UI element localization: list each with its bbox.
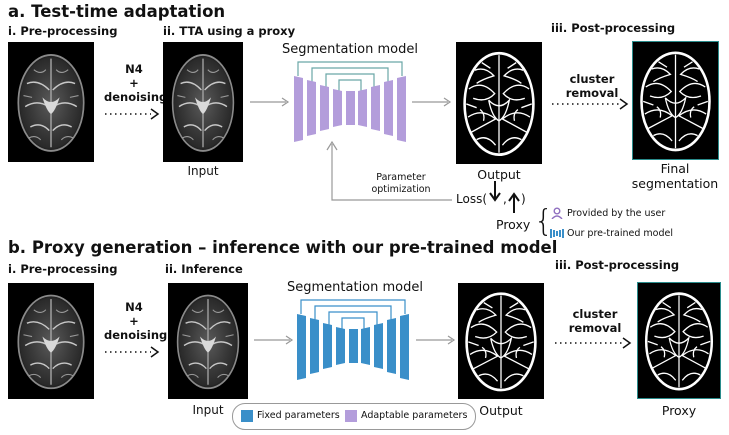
user-icon (551, 207, 563, 219)
decoder-block-4-a (397, 76, 406, 142)
loss-label: Loss( (456, 192, 488, 206)
section-a-step3-label: iii. Post-processing (551, 21, 676, 35)
decoder-block-1-a (358, 89, 367, 127)
cluster-removal-arrow-a (552, 98, 629, 110)
decoder-block-4-b (400, 314, 409, 380)
preprocess-input-scan-a (8, 42, 94, 162)
section-b-title: b. Proxy generation – inference with our… (8, 238, 558, 257)
fixed-swatch (241, 410, 253, 422)
arrow-model-to-output-a (412, 97, 452, 107)
legend-model-label: Our pre-trained model (567, 228, 674, 239)
output-label-b: Output (479, 403, 523, 418)
preprocess-arrow-a (105, 108, 160, 120)
decoder-block-3-b (387, 318, 396, 374)
loss-comma: , (503, 192, 507, 206)
encoder-block-1-b (297, 314, 306, 380)
skip-connections-b (300, 299, 406, 329)
input-label-b: Input (192, 403, 224, 417)
encoder-block-4-b (336, 327, 345, 365)
preprocess-input-scan-b (8, 283, 94, 399)
encoder-block-2-b (310, 318, 319, 374)
legend-adaptable-label: Adaptable parameters (361, 410, 468, 421)
preprocess-arrow-b (105, 346, 160, 358)
bottleneck-block-b (349, 329, 358, 363)
section-b-step3-label: iii. Post-processing (555, 258, 680, 272)
output-scan-b (458, 283, 544, 399)
model-title-a: Segmentation model (282, 42, 418, 57)
cluster-removal-step-a: cluster removal (565, 72, 619, 100)
section-b-step1-label: i. Pre-processing (8, 262, 118, 276)
decoder-block-3-a (384, 80, 393, 136)
feedback-loop-arrow (326, 140, 452, 201)
section-a-step1-label: i. Pre-processing (8, 24, 118, 38)
cluster-removal-step-b: cluster removal (568, 307, 622, 335)
proxy-scan-b (637, 282, 721, 399)
loss-proxy-arrow (508, 192, 520, 213)
skip-connections-a (297, 61, 403, 91)
parameters-legend: Fixed parameters Adaptable parameters (232, 403, 476, 430)
segmentation-model-b (297, 299, 409, 380)
proxy-brace: { (534, 204, 554, 239)
output-label-a: Output (477, 167, 521, 182)
encoder-block-3-b (323, 323, 332, 369)
legend-fixed-label: Fixed parameters (257, 410, 340, 421)
section-b-step2-label: ii. Inference (165, 262, 243, 276)
model-icon (550, 229, 564, 238)
adaptable-swatch (345, 410, 357, 422)
legend-user-label: Provided by the user (567, 208, 666, 219)
input-label-a: Input (187, 164, 219, 178)
segmentation-model-a (294, 61, 406, 142)
final-segmentation-scan-a (632, 41, 719, 160)
encoder-block-2-a (307, 80, 316, 136)
arrow-model-to-output-b (416, 335, 456, 345)
preprocess-step-b: N4 + denoising (104, 300, 168, 342)
decoder-block-1-b (361, 327, 370, 365)
proxy-source-label: Proxy (496, 217, 531, 232)
section-a-title: a. Test-time adaptation (8, 2, 226, 21)
proxy-label-b: Proxy (661, 403, 697, 418)
arrow-input-to-model-b (254, 335, 294, 345)
output-scan-a (456, 42, 542, 164)
input-scan-a (163, 42, 243, 162)
input-scan-b (168, 283, 248, 399)
decoder-block-2-b (374, 323, 383, 369)
model-title-b: Segmentation model (287, 280, 423, 295)
section-a-step2-label: ii. TTA using a proxy (163, 24, 296, 38)
encoder-block-4-a (333, 89, 342, 127)
loss-output-arrow (489, 181, 501, 202)
cluster-removal-arrow-b (555, 337, 632, 349)
encoder-block-3-a (320, 85, 329, 131)
final-segmentation-label: Final segmentation (631, 161, 719, 191)
arrow-input-to-model-a (250, 97, 290, 107)
bottleneck-block-a (346, 91, 355, 125)
decoder-block-2-a (371, 85, 380, 131)
loss-close-paren: ) (521, 192, 526, 206)
preprocess-step-a: N4 + denoising (104, 62, 168, 104)
parameter-optimization-label: Parameter optimization (371, 172, 431, 195)
encoder-block-1-a (294, 76, 303, 142)
